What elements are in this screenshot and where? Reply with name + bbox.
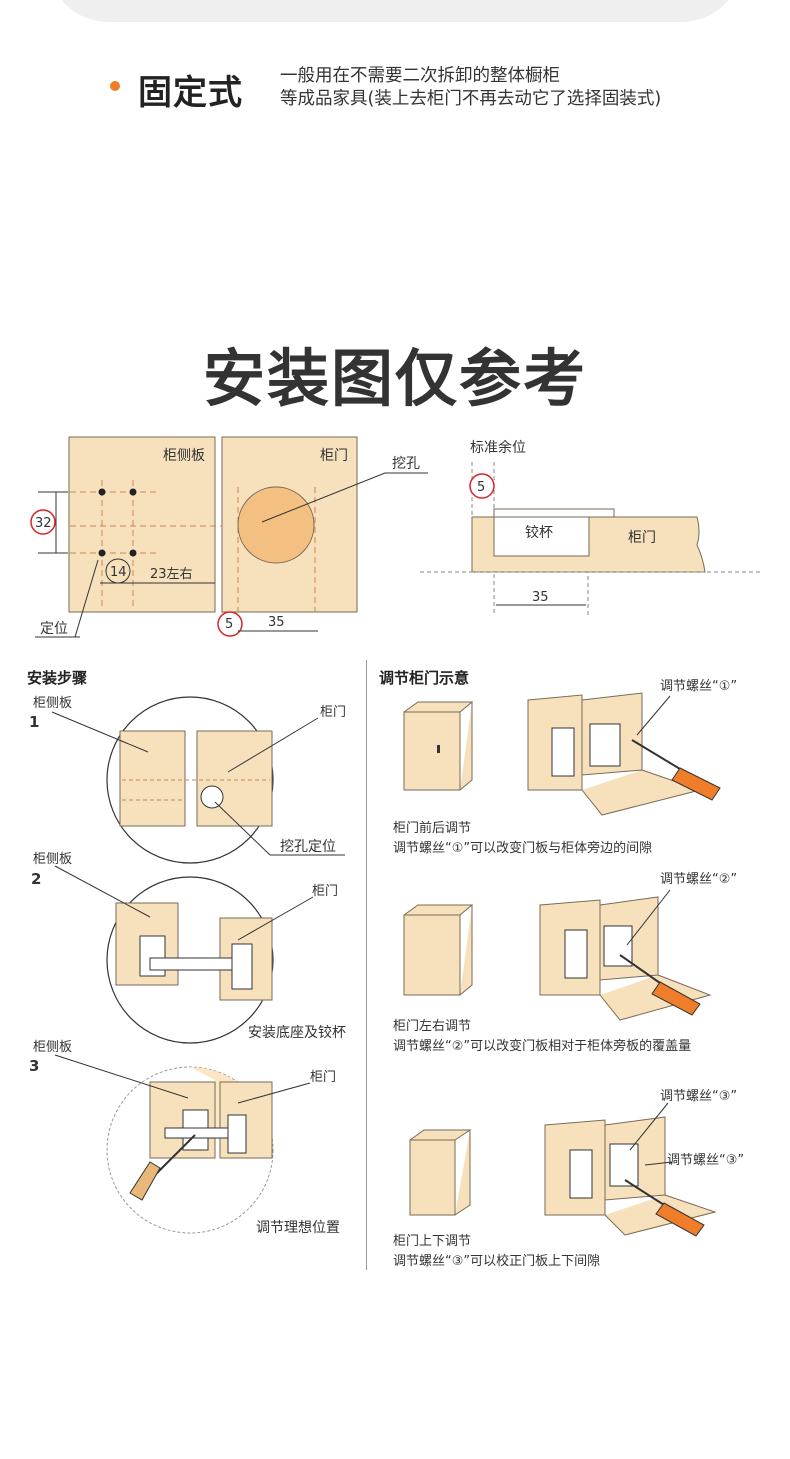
a3-title: 柜门上下调节: [393, 1234, 471, 1249]
a2-desc: 调节螺丝“②”可以改变门板相对于柜体旁板的覆盖量: [393, 1038, 691, 1054]
a3-screw-leader-b: [644, 1161, 673, 1166]
step2-hinge-cup: [231, 943, 253, 990]
step3-hinge-arm: [164, 1127, 236, 1139]
door-label: 柜门: [320, 448, 348, 464]
step1-note: 挖孔定位: [280, 839, 336, 855]
hinge-type-description: 一般用在不需要二次拆卸的整体橱柜 等成品家具(装上去柜门不再去动它了选择固装式): [280, 65, 661, 111]
a2-title: 柜门左右调节: [393, 1019, 471, 1034]
step3-screwdriver-shaft: [154, 1134, 196, 1176]
top-decor-band: [48, 0, 742, 22]
hinge-cup-hole: [237, 486, 315, 564]
a2-cabinet-box: [403, 904, 474, 996]
install-steps-panel: 安装步骤 柜侧板 1 柜门 挖孔定位 柜侧板 2 柜门 安装底座及铰杯 柜侧板 …: [27, 669, 346, 1236]
dig-hole-label: 挖孔: [392, 456, 420, 472]
step1-door-leader: [227, 717, 319, 773]
step1-side-label: 柜侧板: [33, 696, 72, 711]
adjust-heading: 调节柜门示意: [379, 669, 469, 687]
step1-number: 1: [29, 713, 39, 731]
a1-arm: [589, 723, 621, 767]
dim-5-right-label: 5: [477, 480, 485, 495]
door-adjustment-panel: 调节柜门示意 调节螺丝“①” 柜门前后调节 调节螺丝“①”可以改变门板与柜体旁边…: [379, 669, 744, 1269]
a2-base-plate: [564, 929, 588, 979]
a3-screwdriver-handle: [655, 1202, 705, 1237]
a3-screw-label-a: 调节螺丝“③”: [660, 1089, 737, 1104]
column-divider: [366, 660, 367, 1270]
step2-side-leader: [54, 865, 151, 918]
step3-note: 调节理想位置: [256, 1220, 340, 1236]
drilling-dimension-diagram: 柜侧板 32 14 23左右 定位 柜门 挖孔 5 35 标准余位 5 铰杯 柜…: [30, 436, 760, 638]
screw-hole-1: [98, 488, 106, 496]
a2-screw-leader: [626, 889, 671, 946]
a3-base-plate: [569, 1149, 593, 1199]
desc-line-1: 一般用在不需要二次拆卸的整体橱柜: [280, 66, 560, 86]
step1-door-label: 柜门: [320, 705, 346, 720]
dim-5-right-red-circle: [469, 473, 495, 499]
step1-side-board: [119, 730, 186, 827]
dig-hole-leader: [261, 472, 386, 523]
a3-screw-label-b: 调节螺丝“③”: [667, 1153, 744, 1168]
dim-5-label: 5: [225, 617, 233, 632]
dim-35-label: 35: [268, 615, 285, 630]
step3-side-leader: [54, 1054, 189, 1099]
a1-handle: [437, 745, 440, 753]
locate-label: 定位: [40, 621, 68, 637]
standard-margin-label: 标准余位: [470, 439, 526, 456]
step2-door-label: 柜门: [312, 884, 338, 899]
a3-cabinet-box: [409, 1129, 472, 1216]
screw-hole-4: [129, 549, 137, 557]
a3-arm: [609, 1143, 639, 1187]
step2-door-leader: [237, 896, 314, 941]
side-panel-label: 柜侧板: [163, 448, 205, 464]
step3-side-label: 柜侧板: [33, 1040, 72, 1055]
a1-screw-leader: [636, 695, 671, 736]
step2-note: 安装底座及铰杯: [248, 1025, 346, 1041]
step1-door-board: [196, 730, 273, 827]
dim-5-red-circle: [217, 611, 243, 637]
a1-desc: 调节螺丝“①”可以改变门板与柜体旁边的间隙: [393, 840, 652, 856]
hinge-arm-plate: [493, 508, 615, 518]
step3-door-label: 柜门: [310, 1070, 336, 1085]
step1-side-leader: [51, 711, 149, 753]
dim-32-label: 32: [35, 516, 52, 531]
screw-hole-3: [98, 549, 106, 557]
door-right-label: 柜门: [628, 530, 656, 546]
step3-door-leader: [237, 1082, 311, 1104]
step2-number: 2: [31, 870, 41, 888]
hinge-cup-label: 铰杯: [525, 525, 553, 541]
dim-23-label: 23左右: [150, 567, 193, 582]
step3-screwdriver-handle: [129, 1161, 161, 1201]
a1-base-plate: [551, 727, 575, 777]
step2-side-label: 柜侧板: [33, 852, 72, 867]
a1-screw-label: 调节螺丝“①”: [660, 679, 737, 694]
a2-screwdriver-handle: [651, 981, 701, 1016]
dim-14-label: 14: [110, 565, 127, 580]
steps-heading: 安装步骤: [27, 669, 87, 687]
a3-desc: 调节螺丝“③”可以校正门板上下间隙: [393, 1253, 600, 1269]
step1-drill-hole: [200, 785, 224, 809]
section-title: 安装图仅参考: [202, 342, 587, 415]
a3-screw-leader-a: [629, 1102, 669, 1151]
bullet-dot: [110, 81, 120, 91]
dim-35-right-label: 35: [532, 590, 549, 605]
a1-title: 柜门前后调节: [393, 820, 471, 836]
a1-screwdriver-handle: [671, 767, 721, 801]
screw-hole-2: [129, 488, 137, 496]
step1-note-leader: [214, 801, 271, 856]
locate-leader: [74, 559, 99, 638]
dim-32-red-circle: [30, 509, 56, 535]
step3-hinge-cup: [227, 1114, 247, 1154]
step3-number: 3: [29, 1057, 39, 1075]
hinge-type-title: 固定式: [138, 73, 243, 113]
a2-screw-label: 调节螺丝“②”: [660, 872, 737, 887]
desc-line-2: 等成品家具(装上去柜门不再去动它了选择固装式): [280, 89, 662, 109]
step2-hinge-arm: [149, 957, 241, 971]
